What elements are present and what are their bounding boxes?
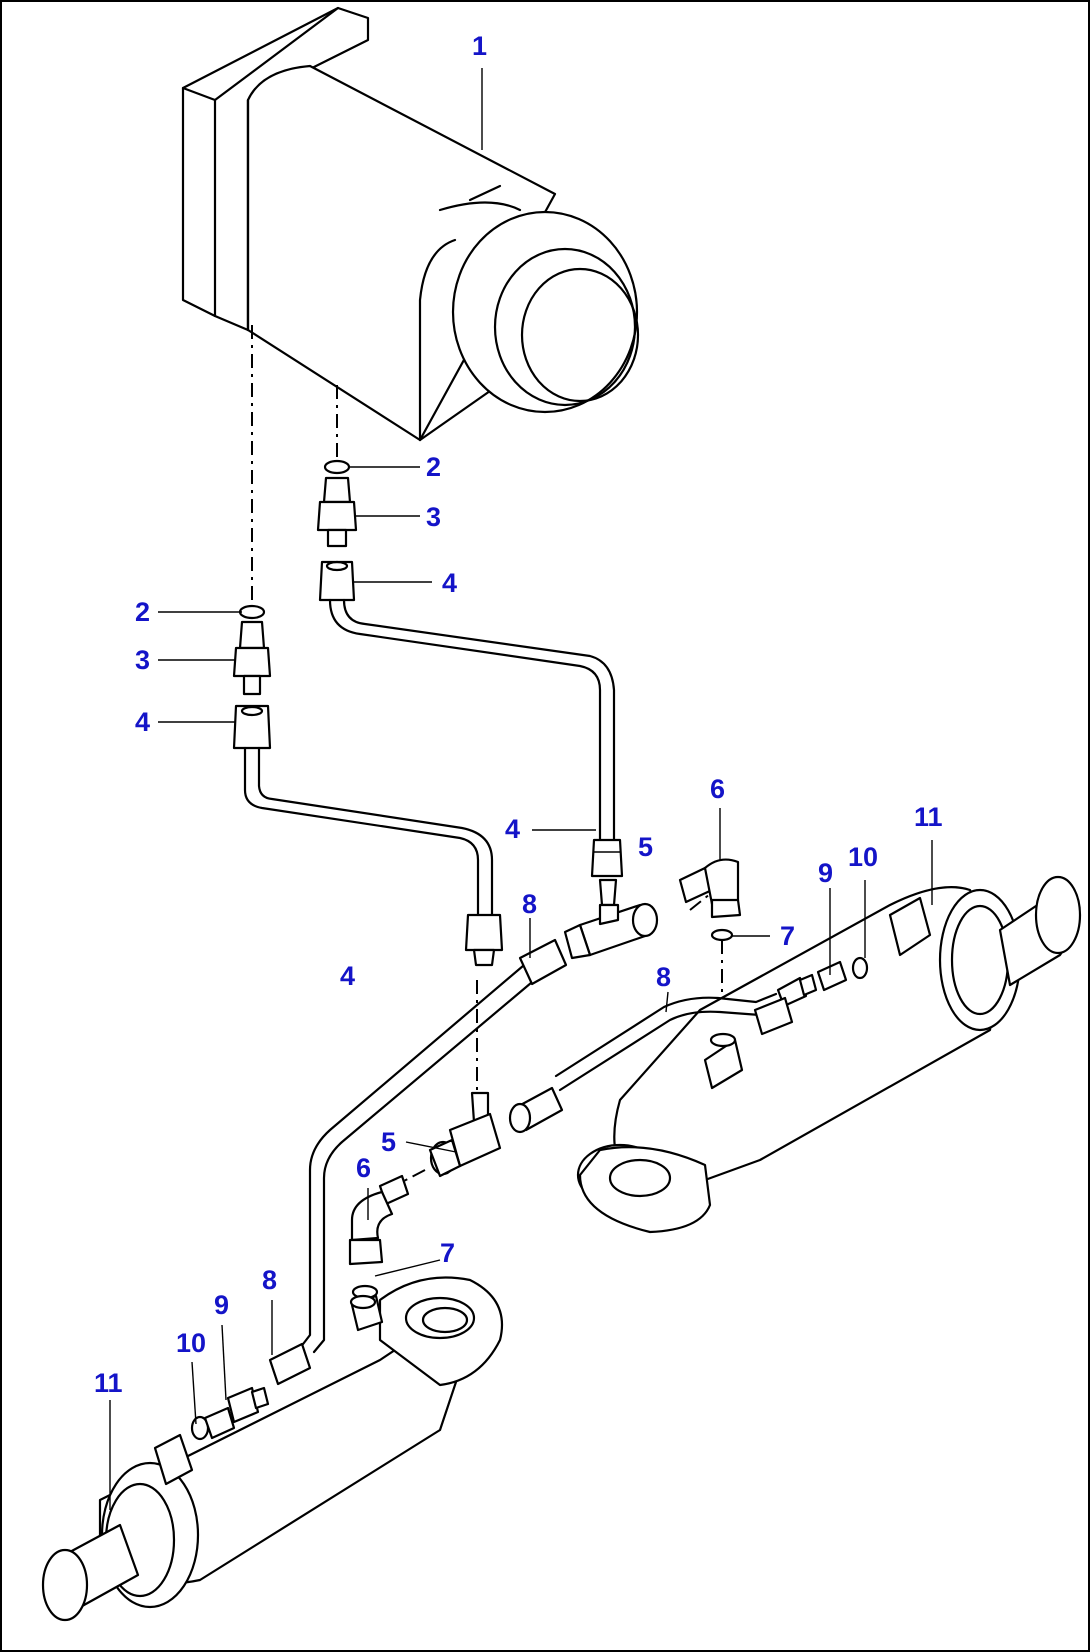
elbow-fitting-6-upper [678,858,742,942]
callout-2: 2 [135,597,150,627]
callout-11: 11 [914,802,943,832]
hydraulic-cylinder-11-left [41,1276,504,1622]
centerlines [251,325,723,1183]
callout-3: 3 [135,645,150,675]
callout-8: 8 [262,1265,277,1295]
callout-4: 4 [135,707,150,737]
callout-6: 6 [710,774,725,804]
callout-5: 5 [638,832,653,862]
callout-5: 5 [381,1127,396,1157]
tee-fitting-5-lower [428,1091,502,1178]
callout-6: 6 [356,1153,371,1183]
hose-8-lower-left [268,938,568,1386]
callout-8: 8 [522,889,537,919]
callout-7: 7 [780,921,795,951]
hydraulic-cylinder-11-right [576,875,1082,1234]
callout-3: 3 [426,502,441,532]
callout-4: 4 [505,814,520,844]
callout-8: 8 [656,962,671,992]
callout-11: 11 [94,1368,123,1398]
callout-10: 10 [848,842,878,872]
leader-lines [109,68,933,1510]
elbow-fitting-6-lower [348,1174,410,1300]
callout-9: 9 [214,1290,229,1320]
tube-4-left [243,746,504,967]
tube-4-right [328,598,624,878]
callout-2: 2 [426,452,441,482]
valve-housing [181,6,640,442]
callout-7: 7 [440,1238,455,1268]
fittings-9-10-right [776,956,869,1008]
callout-4: 4 [442,568,457,598]
callout-10: 10 [176,1328,206,1358]
callout-labels: 1 2 3 4 2 3 4 4 5 6 11 10 9 7 8 8 4 5 6 … [94,31,943,1398]
callout-1: 1 [472,31,487,61]
callout-4: 4 [340,961,355,991]
hose-8-upper-right [508,992,794,1134]
tee-fitting-5-upper [563,878,659,960]
callout-9: 9 [818,858,833,888]
upper-fittings-right [316,459,358,602]
fittings-9-10-left [190,1386,270,1441]
upper-fittings-left [232,604,272,750]
